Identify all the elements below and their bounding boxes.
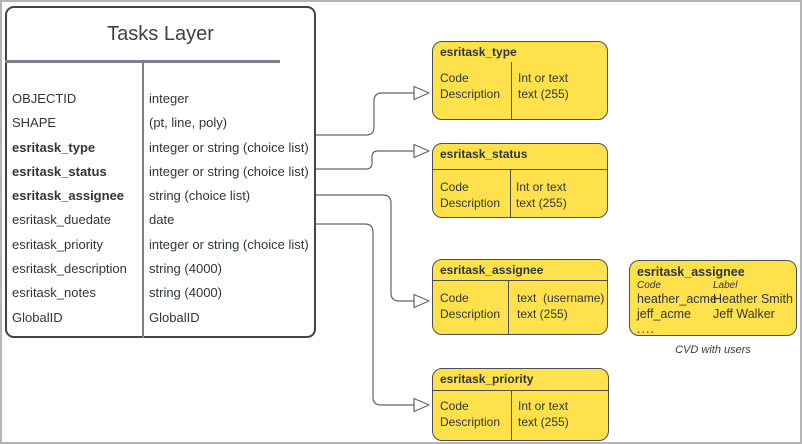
cvd-col-code: Code xyxy=(637,280,661,291)
arrowhead-icon xyxy=(413,397,430,413)
domain-field: Code xyxy=(440,399,469,413)
field-name: GlobalID xyxy=(12,309,63,325)
field-row: esritask_type integer or string (choice l… xyxy=(7,136,314,160)
domain-type: text (255) xyxy=(518,87,569,101)
domain-types: Int or text text (255) xyxy=(516,179,567,211)
field-name: esritask_assignee xyxy=(12,188,125,204)
domain-title: esritask_type xyxy=(440,45,517,59)
cvd-code: heather_acme xyxy=(637,292,717,306)
header-divider xyxy=(433,280,607,282)
field-type: integer xyxy=(149,91,189,106)
cvd-row: jeff_acme Jeff Walker xyxy=(637,307,796,322)
field-type: integer or string (choice list) xyxy=(149,163,309,179)
domain-title: esritask_priority xyxy=(440,372,534,386)
table-title: Tasks Layer xyxy=(107,23,214,45)
field-row: esritask_duedate date xyxy=(7,208,314,232)
domain-field: Description xyxy=(440,196,501,210)
field-row: esritask_status integer or string (choice… xyxy=(7,160,314,184)
domain-title: esritask_assignee xyxy=(440,263,544,277)
field-type: GlobalID xyxy=(149,309,200,325)
column-divider xyxy=(511,62,513,119)
header-divider xyxy=(433,390,608,392)
cvd-label: Heather Smith xyxy=(713,292,793,306)
arrowhead-icon xyxy=(413,293,430,309)
column-divider xyxy=(508,280,510,334)
cvd-label: Jeff Walker xyxy=(713,307,775,321)
cvd-row: heather_acmeHeather Smith xyxy=(637,292,796,307)
cvd-caption: CVD with users xyxy=(675,344,751,356)
tasks-layer-table: Tasks Layer OBJECTID integer SHAPE (pt, li… xyxy=(5,6,316,338)
field-type: integer or string (choice list) xyxy=(149,236,309,252)
field-name: esritask_description xyxy=(12,261,127,277)
domain-field: Code xyxy=(440,180,469,194)
domain-field: Description xyxy=(440,307,501,321)
arrowhead-icon xyxy=(413,85,430,101)
domain-field: Description xyxy=(440,415,501,429)
connector-esritask-status xyxy=(316,150,414,170)
domain-types: text (username) text (255) xyxy=(517,290,604,322)
field-name: esritask_status xyxy=(12,163,107,179)
field-list: OBJECTID integer SHAPE (pt, line, poly) es… xyxy=(7,87,314,330)
domain-types: Int or text text (255) xyxy=(518,398,569,430)
field-type: string (4000) xyxy=(149,285,222,301)
column-divider xyxy=(510,169,512,217)
connector-esritask-priority xyxy=(316,223,414,406)
field-row: esritask_priority integer or string (choi… xyxy=(7,233,314,257)
field-row: GlobalID GlobalID xyxy=(7,306,314,330)
field-name: esritask_priority xyxy=(12,236,104,252)
field-name: OBJECTID xyxy=(12,91,77,106)
domain-type: text (username) xyxy=(517,291,605,305)
cvd-column-headers: Code Label xyxy=(637,280,796,292)
field-row: SHAPE (pt, line, poly) xyxy=(7,111,314,135)
field-name: esritask_notes xyxy=(12,285,96,301)
cvd-col-label: Label xyxy=(713,280,738,291)
domain-title: esritask_status xyxy=(440,147,528,161)
header-divider xyxy=(433,169,607,171)
field-type: integer or string (choice list) xyxy=(149,139,309,155)
domain-type: text (255) xyxy=(516,196,567,210)
cvd-code: jeff_acme xyxy=(637,307,691,321)
domain-type: text (255) xyxy=(518,415,569,429)
column-divider xyxy=(142,60,144,338)
domain-field: Code xyxy=(440,71,469,85)
cvd-ellipsis: .... xyxy=(637,322,655,336)
cvd-box-esritask-assignee: esritask_assignee Code Label heather_acme… xyxy=(629,260,797,336)
domain-type: Int or text xyxy=(516,180,567,194)
domain-types: Int or text text (255) xyxy=(518,70,569,102)
field-type: date xyxy=(149,212,175,228)
field-row: esritask_notes string (4000) xyxy=(7,281,314,305)
column-divider xyxy=(511,390,513,440)
field-name: esritask_type xyxy=(12,139,96,155)
domain-type: Int or text xyxy=(518,399,569,413)
field-row: esritask_description string (4000) xyxy=(7,257,314,281)
domain-type: Int or text xyxy=(518,71,569,85)
field-type: string (choice list) xyxy=(149,188,251,204)
domain-field: Description xyxy=(440,87,501,101)
field-type: (pt, line, poly) xyxy=(149,115,228,131)
domain-type: text (255) xyxy=(517,307,568,321)
arrowhead-icon xyxy=(413,143,430,159)
field-name: esritask_duedate xyxy=(12,212,112,228)
field-name: SHAPE xyxy=(12,115,57,131)
connector-esritask-type xyxy=(316,92,414,136)
field-row: OBJECTID integer xyxy=(7,87,314,111)
domain-field: Code xyxy=(440,291,469,305)
field-type: string (4000) xyxy=(149,261,222,277)
cvd-title: esritask_assignee xyxy=(637,265,745,279)
field-row: esritask_assignee string (choice list) xyxy=(7,184,314,208)
connector-esritask-assignee xyxy=(316,194,414,302)
